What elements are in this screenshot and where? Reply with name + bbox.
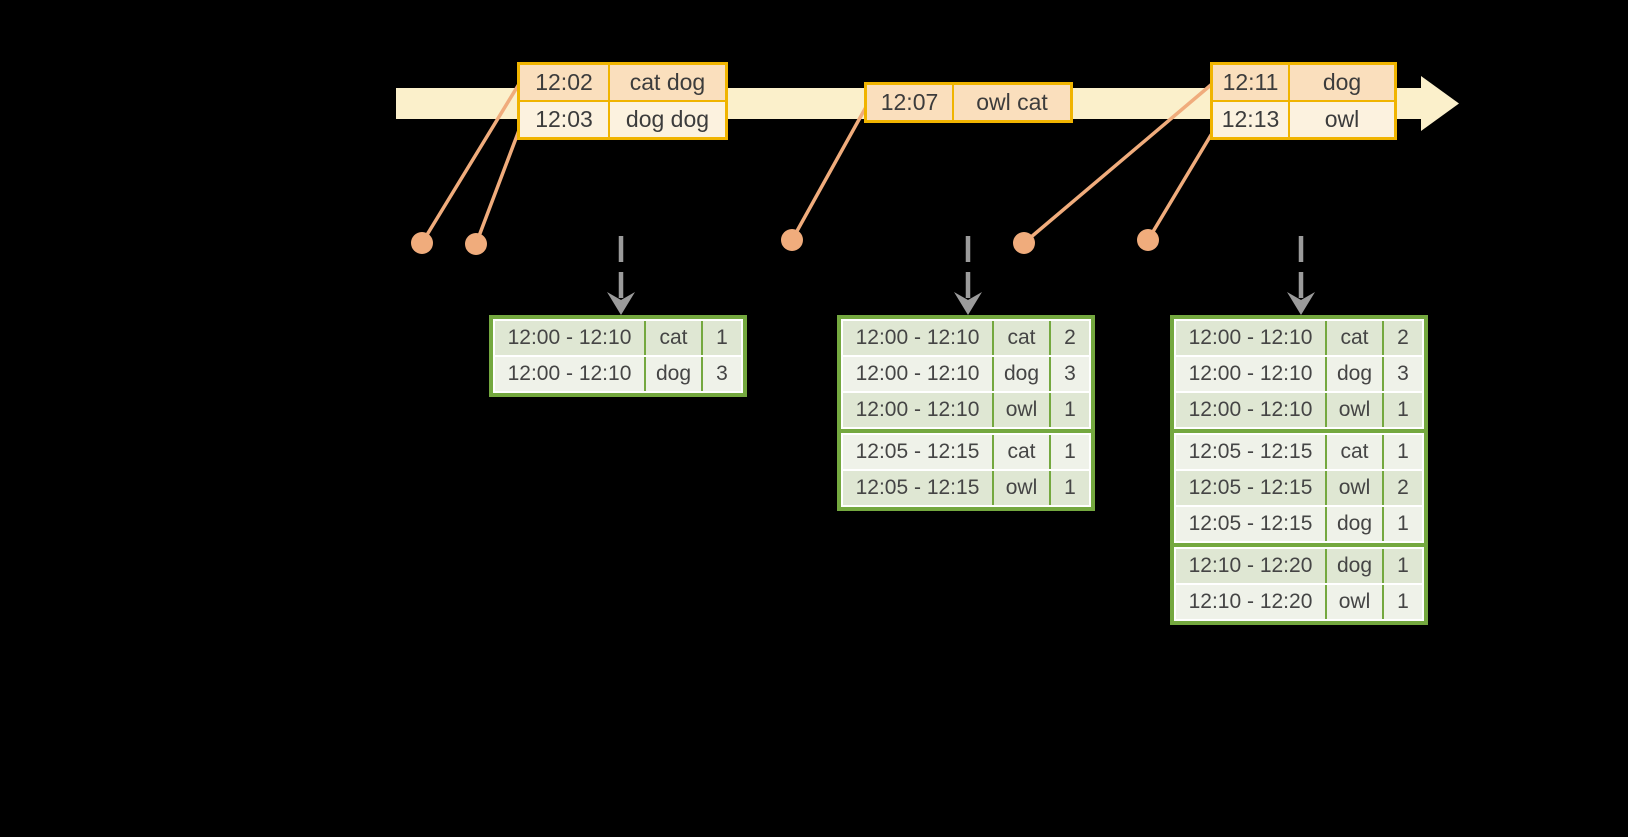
event-words-cell: cat dog xyxy=(610,65,725,100)
count-cell: 1 xyxy=(1384,549,1422,583)
callout-line xyxy=(1146,133,1213,242)
event-dot xyxy=(1013,232,1035,254)
callout-line xyxy=(420,82,521,245)
window-cell: 12:05 - 12:15 xyxy=(843,435,992,469)
count-cell: 1 xyxy=(1051,471,1089,505)
event-dot xyxy=(465,233,487,255)
count-cell: 1 xyxy=(1384,585,1422,619)
window-cell: 12:00 - 12:10 xyxy=(843,321,992,355)
word-cell: cat xyxy=(646,321,701,355)
word-cell: owl xyxy=(994,471,1049,505)
callout-line xyxy=(1022,82,1214,245)
event-words-cell: dog dog xyxy=(610,102,725,137)
word-cell: owl xyxy=(1327,471,1382,505)
count-cell: 2 xyxy=(1051,321,1089,355)
window-cell: 12:00 - 12:10 xyxy=(1176,357,1325,391)
count-cell: 2 xyxy=(1384,321,1422,355)
window-cell: 12:05 - 12:15 xyxy=(1176,471,1325,505)
event-dot xyxy=(411,232,433,254)
count-cell: 3 xyxy=(1051,357,1089,391)
window-group-separator xyxy=(841,429,1091,433)
count-cell: 1 xyxy=(1051,393,1089,427)
event-time-cell: 12:02 xyxy=(520,65,608,100)
callout-line xyxy=(474,123,523,246)
count-cell: 1 xyxy=(1384,435,1422,469)
count-cell: 3 xyxy=(703,357,741,391)
window-cell: 12:05 - 12:15 xyxy=(1176,435,1325,469)
word-cell: dog xyxy=(1327,549,1382,583)
trigger-arrowhead-icon xyxy=(607,292,635,315)
count-cell: 1 xyxy=(1051,435,1089,469)
count-cell: 2 xyxy=(1384,471,1422,505)
event-words-cell: dog xyxy=(1290,65,1394,100)
word-cell: cat xyxy=(994,435,1049,469)
word-cell: owl xyxy=(994,393,1049,427)
count-cell: 1 xyxy=(1384,507,1422,541)
event-words-cell: owl xyxy=(1290,102,1394,137)
count-cell: 3 xyxy=(1384,357,1422,391)
word-cell: cat xyxy=(1327,435,1382,469)
word-cell: cat xyxy=(1327,321,1382,355)
event-dot xyxy=(781,229,803,251)
window-group-separator xyxy=(1174,429,1424,433)
window-cell: 12:00 - 12:10 xyxy=(1176,393,1325,427)
word-cell: dog xyxy=(1327,507,1382,541)
event-time-cell: 12:03 xyxy=(520,102,608,137)
event-words-cell: owl cat xyxy=(954,85,1070,120)
window-cell: 12:00 - 12:10 xyxy=(495,357,644,391)
event-time-cell: 12:11 xyxy=(1213,65,1288,100)
event-callout-lines xyxy=(420,82,1214,246)
word-cell: owl xyxy=(1327,585,1382,619)
window-cell: 12:10 - 12:20 xyxy=(1176,585,1325,619)
word-cell: dog xyxy=(1327,357,1382,391)
event-dots xyxy=(411,229,1159,255)
trigger-arrowhead-icon xyxy=(954,292,982,315)
word-cell: dog xyxy=(994,357,1049,391)
event-dot xyxy=(1137,229,1159,251)
window-group-separator xyxy=(1174,543,1424,547)
trigger-arrows xyxy=(607,236,1315,315)
window-cell: 12:05 - 12:15 xyxy=(1176,507,1325,541)
trigger-arrowhead-icon xyxy=(1287,292,1315,315)
window-cell: 12:10 - 12:20 xyxy=(1176,549,1325,583)
timeline-arrowhead-icon xyxy=(1421,76,1459,131)
window-cell: 12:00 - 12:10 xyxy=(1176,321,1325,355)
window-cell: 12:00 - 12:10 xyxy=(495,321,644,355)
count-cell: 1 xyxy=(1384,393,1422,427)
event-time-cell: 12:13 xyxy=(1213,102,1288,137)
window-cell: 12:00 - 12:10 xyxy=(843,357,992,391)
event-time-cell: 12:07 xyxy=(867,85,952,120)
callout-line xyxy=(790,105,868,242)
window-cell: 12:05 - 12:15 xyxy=(843,471,992,505)
word-cell: cat xyxy=(994,321,1049,355)
word-cell: owl xyxy=(1327,393,1382,427)
window-cell: 12:00 - 12:10 xyxy=(843,393,992,427)
count-cell: 1 xyxy=(703,321,741,355)
word-cell: dog xyxy=(646,357,701,391)
